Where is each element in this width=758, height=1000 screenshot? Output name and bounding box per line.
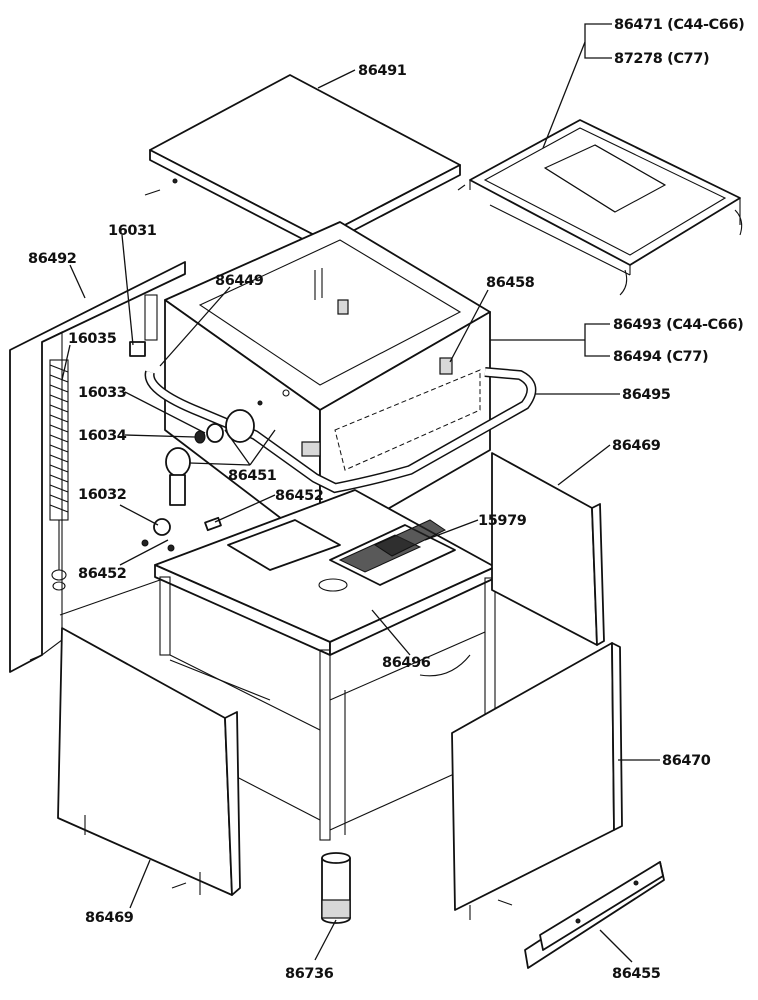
label-86469-rear: 86469 xyxy=(612,438,661,454)
label-86470: 86470 xyxy=(662,753,711,769)
pump-body-part xyxy=(164,221,491,549)
label-86451: 86451 xyxy=(228,468,277,484)
right-door-part xyxy=(451,642,623,920)
label-86491: 86491 xyxy=(358,63,407,79)
label-86493: 86493 (C44-C66) xyxy=(613,317,743,333)
top-cover-part xyxy=(144,74,466,269)
label-86458: 86458 xyxy=(486,275,535,291)
strip-part xyxy=(524,861,665,969)
part-labels: 86491 86471 (C44-C66) 87278 (C77) 86492 … xyxy=(28,17,745,982)
label-86455: 86455 xyxy=(612,966,661,982)
leader-lines xyxy=(61,23,660,963)
label-86494: 86494 (C77) xyxy=(613,349,708,365)
label-16032: 16032 xyxy=(78,487,126,503)
label-16034: 16034 xyxy=(78,428,127,444)
label-86492: 86492 xyxy=(28,251,76,267)
label-86495: 86495 xyxy=(622,387,671,403)
spring-part xyxy=(49,294,158,591)
tube-part xyxy=(144,367,537,494)
label-86452-b: 86452 xyxy=(78,566,126,582)
label-16031: 16031 xyxy=(108,223,157,239)
label-86471: 86471 (C44-C66) xyxy=(614,17,744,33)
label-86452: 86452 xyxy=(275,488,323,504)
label-86496: 86496 xyxy=(382,655,431,671)
label-86449: 86449 xyxy=(215,273,264,289)
label-15979: 15979 xyxy=(478,513,527,529)
knob-part xyxy=(141,389,290,552)
label-86736: 86736 xyxy=(285,966,334,982)
side-panel-part xyxy=(9,261,186,673)
label-16033: 16033 xyxy=(78,385,126,401)
label-86469-left: 86469 xyxy=(85,910,134,926)
filter-part xyxy=(227,519,456,592)
leg-part xyxy=(321,852,351,924)
label-16035: 16035 xyxy=(68,331,117,347)
rear-panel-part xyxy=(491,452,605,646)
left-door-part xyxy=(57,627,241,896)
basket-part xyxy=(469,119,743,296)
label-87278: 87278 (C77) xyxy=(614,51,709,67)
